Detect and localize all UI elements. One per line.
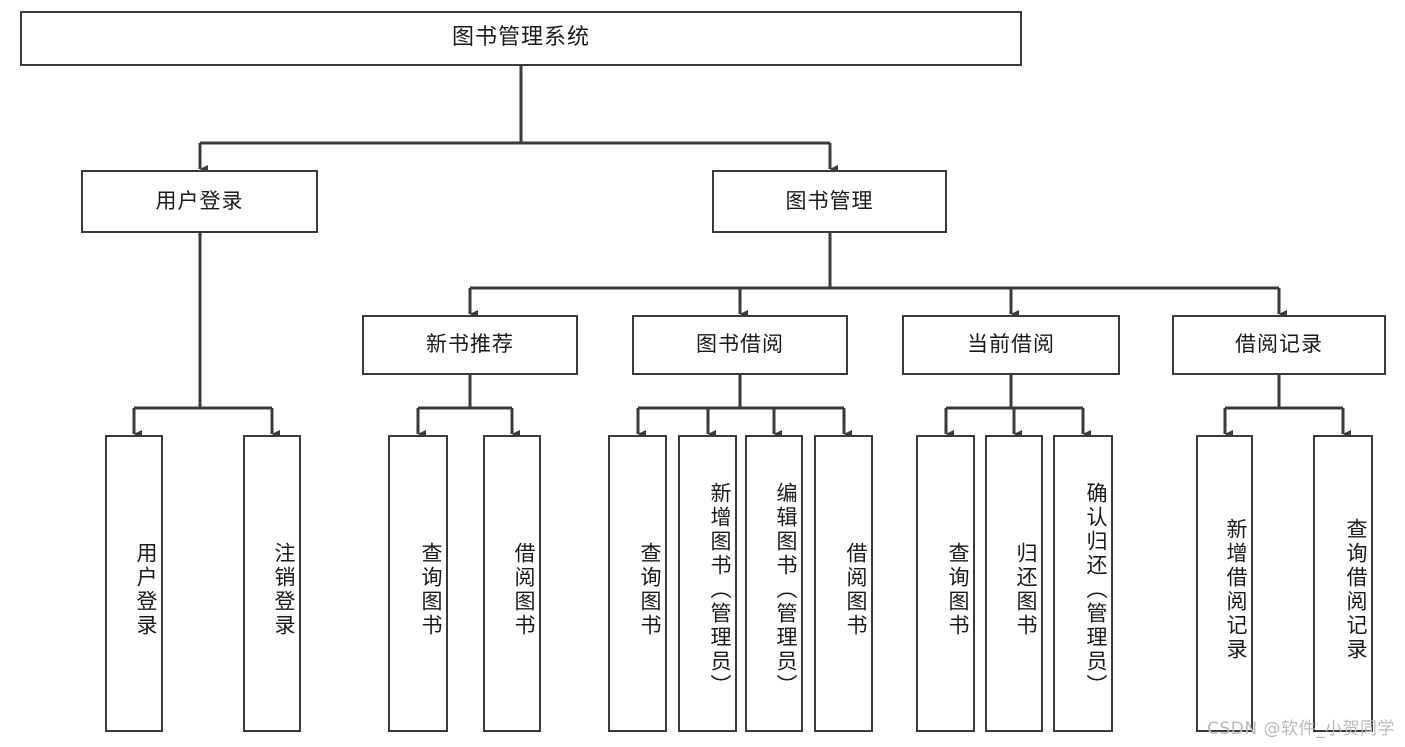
node-label: 用户登录 — [155, 188, 244, 213]
node-label: 图书借阅 — [696, 332, 784, 357]
node-label: 借阅记录 — [1235, 332, 1323, 357]
node-label: 新增图书（管理员） — [708, 481, 732, 698]
node-label: 图书管理系统 — [451, 25, 590, 51]
node-leaf-borrow-book[interactable]: 借阅图书 — [814, 435, 873, 732]
node-leaf-user-login[interactable]: 用户登录 — [105, 435, 163, 732]
node-leaf-add-book-admin[interactable]: 新增图书（管理员） — [678, 435, 737, 732]
node-label: 借阅图书 — [844, 541, 868, 638]
node-leaf-query-book-recommend[interactable]: 查询图书 — [388, 435, 448, 732]
node-label: 注销登录 — [272, 541, 296, 638]
node-label: 查询借阅记录 — [1344, 517, 1368, 662]
watermark-text: CSDN @软件_小贺同学 — [1207, 719, 1395, 739]
node-label: 查询图书 — [946, 541, 970, 638]
node-root-system[interactable]: 图书管理系统 — [20, 11, 1022, 66]
node-label: 查询图书 — [638, 541, 662, 638]
node-book-borrow[interactable]: 图书借阅 — [632, 315, 848, 375]
node-label: 借阅图书 — [512, 541, 536, 638]
node-current-borrow[interactable]: 当前借阅 — [902, 315, 1120, 375]
node-label: 新增借阅记录 — [1224, 517, 1248, 662]
node-label: 归还图书 — [1014, 541, 1038, 638]
node-label: 图书管理 — [785, 188, 874, 213]
node-label: 查询图书 — [419, 541, 443, 638]
node-label: 确认归还（管理员） — [1084, 481, 1108, 698]
node-leaf-query-book-current[interactable]: 查询图书 — [916, 435, 975, 732]
node-leaf-return-book[interactable]: 归还图书 — [985, 435, 1043, 732]
node-user-login[interactable]: 用户登录 — [81, 170, 318, 233]
node-borrow-record[interactable]: 借阅记录 — [1172, 315, 1386, 375]
node-new-book-recommend[interactable]: 新书推荐 — [362, 315, 578, 375]
node-label: 当前借阅 — [967, 332, 1055, 357]
node-leaf-confirm-return-admin[interactable]: 确认归还（管理员） — [1053, 435, 1113, 732]
node-leaf-edit-book-admin[interactable]: 编辑图书（管理员） — [745, 435, 803, 732]
node-label: 用户登录 — [134, 541, 158, 638]
node-leaf-logout[interactable]: 注销登录 — [243, 435, 301, 732]
node-leaf-query-book-borrow[interactable]: 查询图书 — [608, 435, 667, 732]
node-label: 新书推荐 — [426, 332, 514, 357]
node-leaf-query-borrow-record[interactable]: 查询借阅记录 — [1313, 435, 1373, 732]
node-label: 编辑图书（管理员） — [774, 481, 798, 698]
node-leaf-borrow-book-recommend[interactable]: 借阅图书 — [483, 435, 541, 732]
node-leaf-add-borrow-record[interactable]: 新增借阅记录 — [1196, 435, 1253, 732]
node-book-management[interactable]: 图书管理 — [712, 170, 947, 233]
